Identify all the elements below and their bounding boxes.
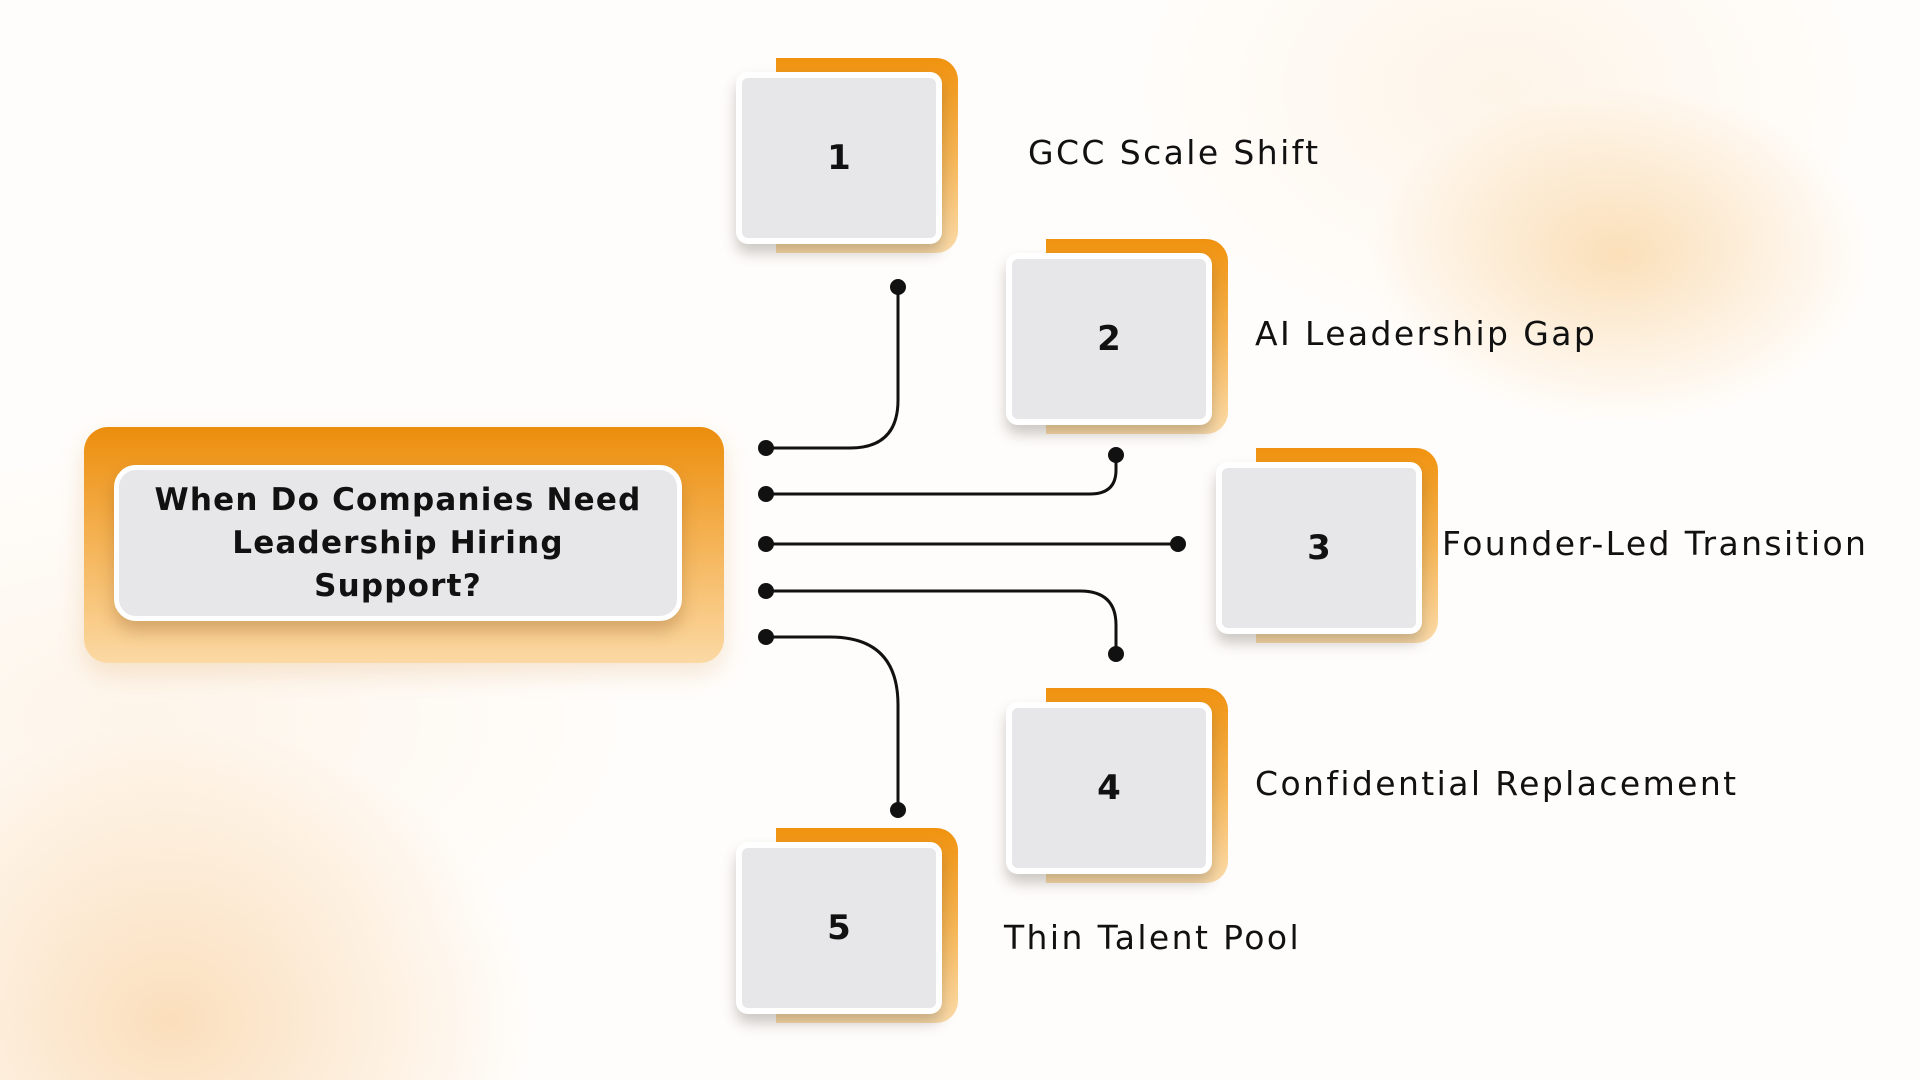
step-number-4: 4	[1097, 768, 1121, 808]
step-number-1: 1	[827, 138, 851, 178]
connector-1-start-dot	[758, 440, 774, 456]
step-box-2: 2	[1006, 239, 1228, 434]
connector-2-start-dot	[758, 486, 774, 502]
step-label-2: AI Leadership Gap	[1255, 314, 1598, 353]
step-label-3: Founder-Led Transition	[1442, 524, 1869, 563]
connector-2-end-dot	[1108, 447, 1124, 463]
step-tile-1: 1	[736, 72, 942, 244]
step-label-5: Thin Talent Pool	[1004, 918, 1302, 957]
step-tile-5: 5	[736, 842, 942, 1014]
connector-1	[764, 285, 900, 450]
connector-4	[764, 589, 1118, 656]
hub-card: When Do Companies Need Leadership Hiring…	[114, 465, 682, 621]
step-number-2: 2	[1097, 319, 1121, 359]
connector-5-end-dot	[890, 802, 906, 818]
step-tile-4: 4	[1006, 702, 1212, 874]
connector-3-end-dot	[1170, 536, 1186, 552]
connector-3-start-dot	[758, 536, 774, 552]
step-number-5: 5	[827, 908, 851, 948]
connector-4-start-dot	[758, 583, 774, 599]
step-tile-3: 3	[1216, 462, 1422, 634]
step-label-1: GCC Scale Shift	[1028, 133, 1321, 172]
step-box-3: 3	[1216, 448, 1438, 643]
connector-5-start-dot	[758, 629, 774, 645]
connector-2	[764, 453, 1118, 496]
connector-4-end-dot	[1108, 646, 1124, 662]
step-tile-2: 2	[1006, 253, 1212, 425]
connector-5	[764, 635, 900, 812]
step-box-4: 4	[1006, 688, 1228, 883]
hub-title: When Do Companies Need Leadership Hiring…	[154, 481, 642, 604]
hub-frame: When Do Companies Need Leadership Hiring…	[84, 427, 724, 663]
step-number-3: 3	[1307, 528, 1331, 568]
step-label-4: Confidential Replacement	[1255, 764, 1739, 803]
step-box-5: 5	[736, 828, 958, 1023]
connector-1-end-dot	[890, 279, 906, 295]
step-box-1: 1	[736, 58, 958, 253]
